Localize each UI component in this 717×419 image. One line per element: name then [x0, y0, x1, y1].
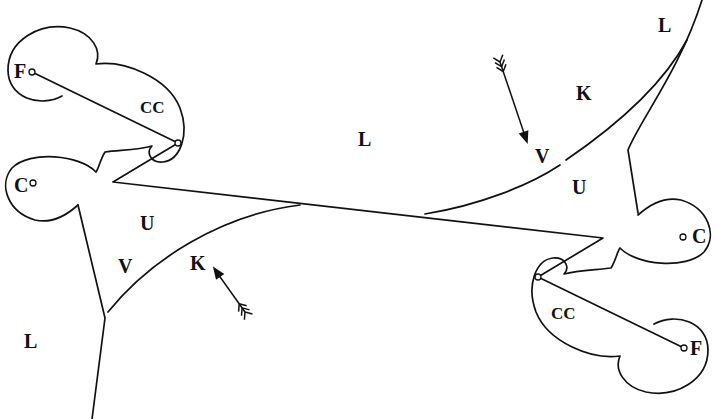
pointer-arrow	[493, 55, 527, 142]
pointer-arrow	[214, 268, 253, 320]
boundary-curve	[425, 165, 560, 214]
part-letter: U	[140, 212, 154, 235]
boundary-curve	[566, 40, 687, 160]
small-circle	[681, 345, 687, 351]
part-letter: L	[358, 128, 371, 151]
lobed-outline	[6, 27, 184, 221]
boundary-line	[628, 0, 702, 213]
part-letter: L	[658, 14, 671, 37]
connecting-line	[32, 72, 684, 348]
part-letter: V	[118, 255, 132, 278]
part-letter: K	[576, 82, 592, 105]
lobed-outline	[532, 199, 710, 393]
part-letter: CC	[551, 302, 576, 325]
part-letter: L	[24, 330, 37, 353]
part-letter: V	[535, 145, 549, 168]
boundary-curve	[108, 205, 300, 312]
part-letter: U	[572, 176, 586, 199]
small-circle	[175, 140, 181, 146]
small-circle	[680, 234, 686, 240]
boundary-line	[78, 205, 105, 419]
part-letter: F	[690, 337, 702, 360]
small-circle	[30, 180, 36, 186]
part-letter: K	[190, 252, 206, 275]
small-circle	[29, 69, 35, 75]
part-letter: C	[14, 174, 28, 197]
part-letter: CC	[140, 96, 165, 119]
part-letter: F	[14, 60, 26, 83]
part-letter: C	[692, 225, 706, 248]
small-circle	[535, 274, 541, 280]
